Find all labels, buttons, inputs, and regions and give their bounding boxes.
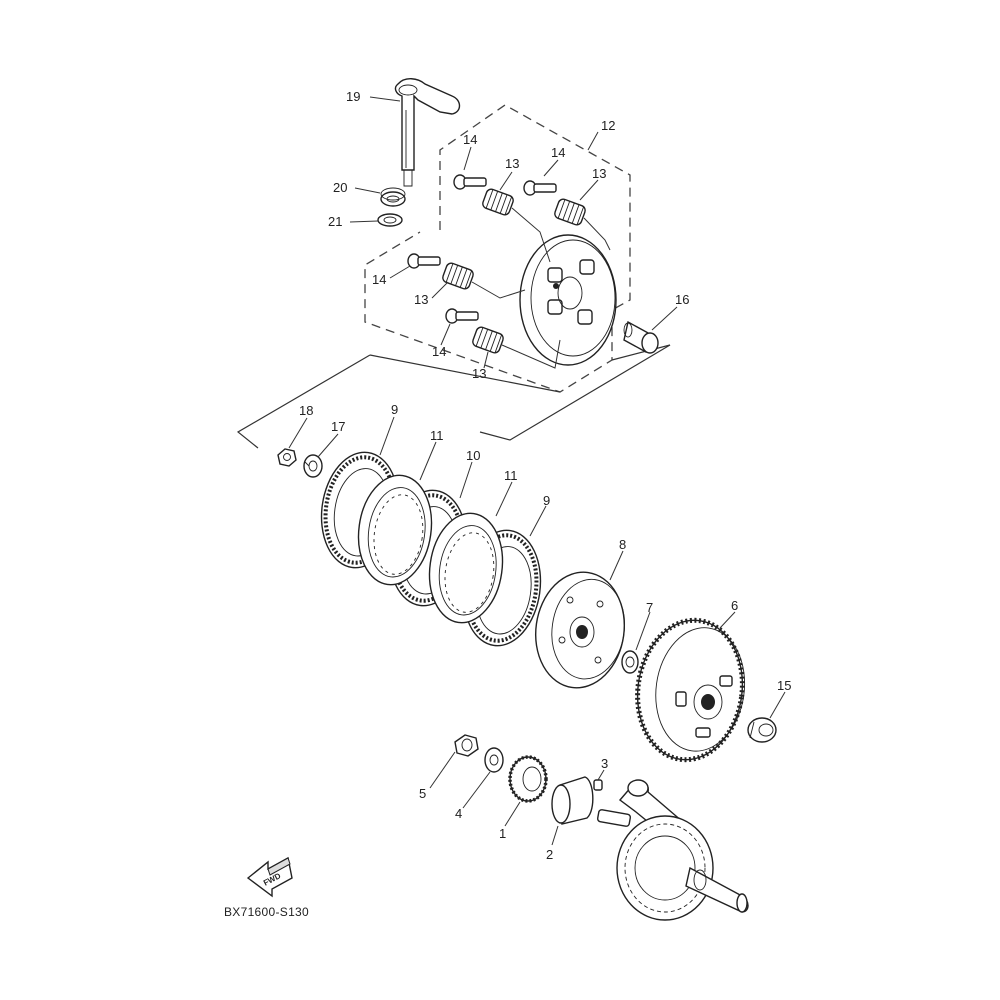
bolt-14-a-part — [453, 174, 487, 190]
callout-16: 16 — [675, 292, 689, 307]
callout-4: 4 — [455, 806, 462, 821]
washer-4-part — [484, 747, 504, 773]
clutch-pack-group-frame — [236, 344, 671, 449]
spring-13-c-part — [442, 262, 474, 290]
callout-6: 6 — [731, 598, 738, 613]
nut-18-part — [277, 448, 297, 467]
diagram-code: BX71600-S130 — [224, 905, 309, 919]
callout-2: 2 — [546, 847, 553, 862]
lock-washer-17-part — [303, 454, 323, 478]
push-rod-16-part — [623, 320, 659, 354]
callout-14-b: 14 — [551, 145, 565, 160]
callout-7: 7 — [646, 600, 653, 615]
bolt-14-b-part — [523, 180, 557, 196]
fwd-arrow-icon: FWD — [246, 856, 293, 898]
callout-20: 20 — [333, 180, 347, 195]
callout-11-b: 11 — [504, 468, 518, 483]
callout-19: 19 — [346, 89, 360, 104]
callout-9-b: 9 — [543, 493, 550, 508]
callout-14-a: 14 — [463, 132, 477, 147]
callout-21: 21 — [328, 214, 342, 229]
clutch-housing-6-part — [635, 617, 746, 763]
callout-15: 15 — [777, 678, 791, 693]
nut-5-part — [454, 734, 479, 757]
pressure-plate-group-outline — [364, 104, 631, 393]
group-leader-lines — [471, 207, 611, 369]
callout-9-a: 9 — [391, 402, 398, 417]
callout-13-b: 13 — [592, 166, 606, 181]
callout-3: 3 — [601, 756, 608, 771]
spring-13-a-part — [482, 188, 514, 216]
nut-15-part — [747, 717, 777, 743]
pressure-plate-part — [519, 234, 617, 366]
clutch-plate-11b-part — [428, 512, 504, 624]
callout-8: 8 — [619, 537, 626, 552]
push-lever-part — [394, 78, 461, 187]
callout-12: 12 — [601, 118, 615, 133]
washer-21-part — [377, 213, 403, 227]
crankshaft-part — [596, 779, 749, 921]
bolt-14-d-part — [445, 308, 479, 324]
callout-11-a: 11 — [430, 428, 444, 443]
callout-labels: 19 20 21 12 14 13 14 13 14 13 14 13 16 1… — [299, 89, 791, 862]
callout-10: 10 — [466, 448, 480, 463]
clutch-plate-11a-part — [357, 474, 433, 586]
key-3-part — [593, 779, 603, 791]
callout-13-a: 13 — [505, 156, 519, 171]
callout-5: 5 — [419, 786, 426, 801]
spacer-2-part — [551, 776, 594, 825]
callout-1: 1 — [499, 826, 506, 841]
spring-13-b-part — [554, 198, 586, 226]
callout-13-d: 13 — [472, 366, 486, 381]
oil-seal-part — [380, 187, 406, 207]
clutch-boss-8-part — [534, 571, 626, 689]
callout-13-c: 13 — [414, 292, 428, 307]
callout-18: 18 — [299, 403, 313, 418]
callout-leaders — [288, 96, 786, 846]
bolt-14-c-part — [407, 253, 441, 269]
spring-13-d-part — [472, 326, 504, 354]
callout-14-d: 14 — [432, 344, 446, 359]
callout-14-c: 14 — [372, 272, 386, 287]
callout-17: 17 — [331, 419, 345, 434]
thrust-washer-7-part — [621, 650, 639, 674]
primary-drive-gear-1-part — [508, 755, 548, 803]
